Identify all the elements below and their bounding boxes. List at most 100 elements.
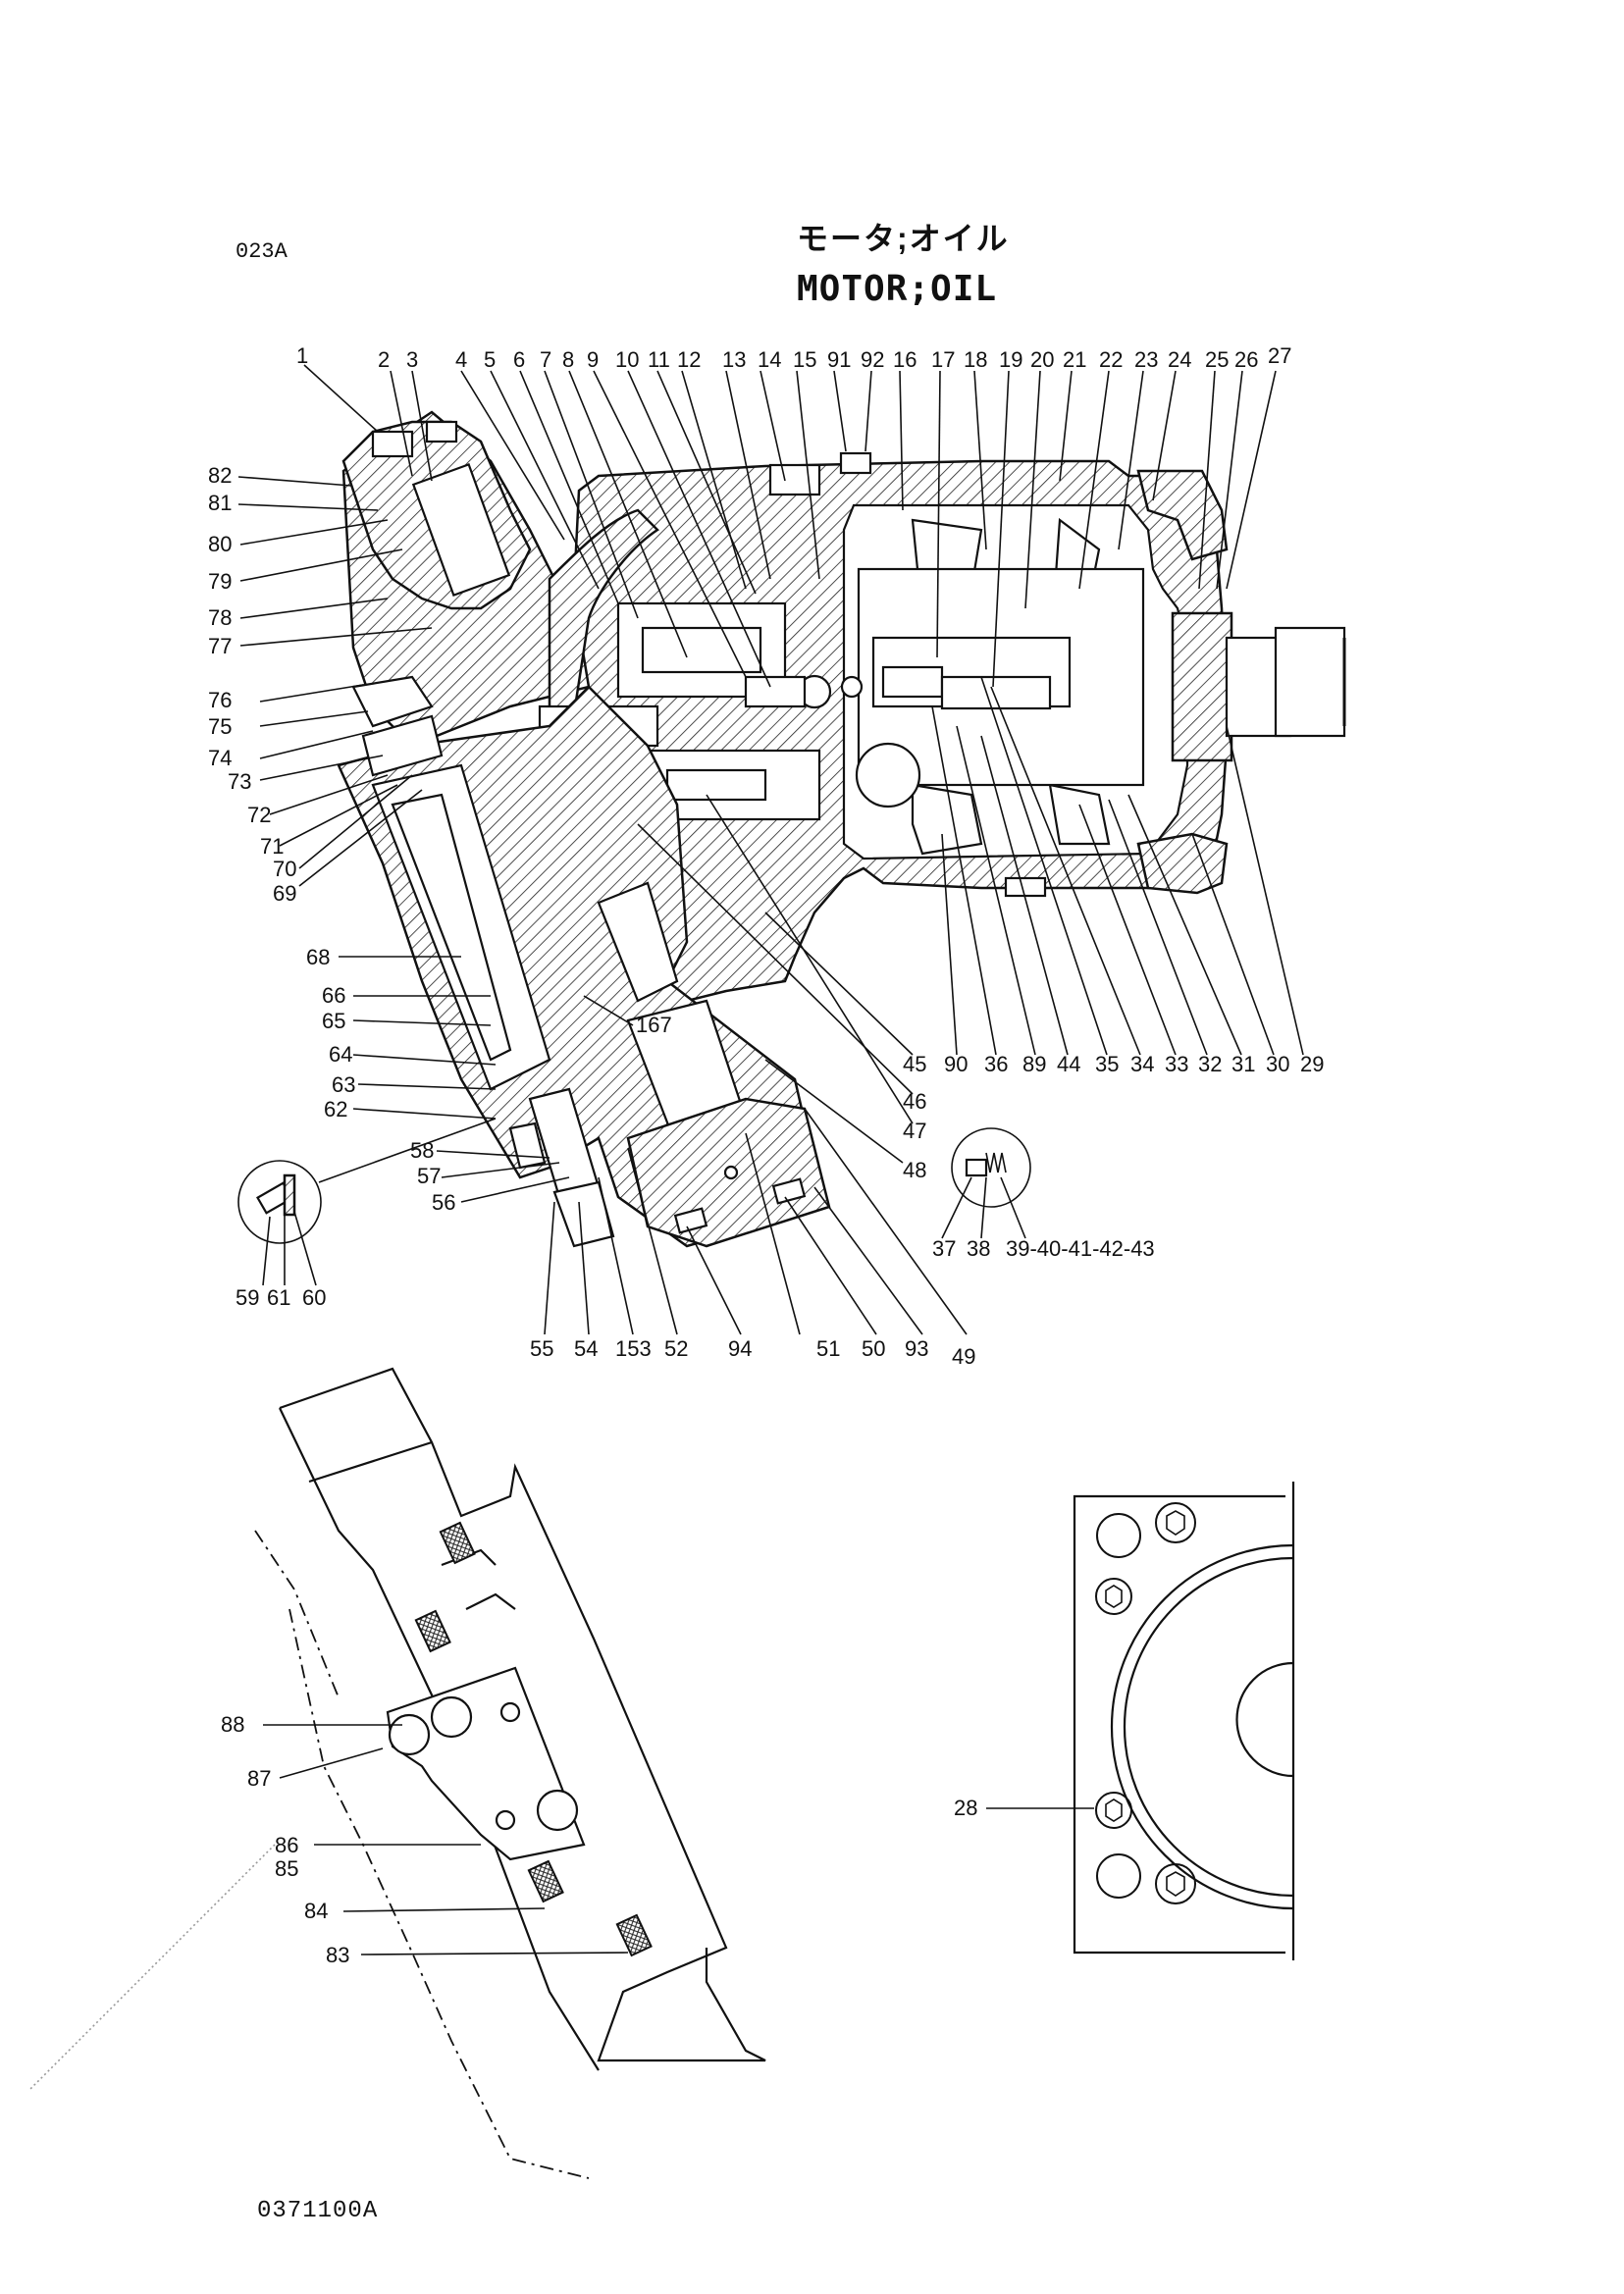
callout: 27 — [1268, 343, 1291, 368]
callout: 93 — [905, 1336, 928, 1361]
callout: 3 — [406, 347, 418, 372]
callout: 81 — [208, 491, 232, 515]
title-japanese: モータ;オイル — [797, 221, 1010, 256]
callout: 6 — [513, 347, 525, 372]
callout: 37 — [932, 1236, 956, 1261]
callout: 28 — [954, 1796, 977, 1820]
callout: 7 — [540, 347, 551, 372]
callout: 70 — [273, 857, 296, 881]
callout: 32 — [1198, 1052, 1222, 1076]
callout: 20 — [1030, 347, 1054, 372]
callout: 92 — [861, 347, 884, 372]
callout: 23 — [1134, 347, 1158, 372]
callout: 38 — [967, 1236, 990, 1261]
callout: 84 — [304, 1899, 328, 1923]
callout: 58 — [410, 1138, 434, 1163]
callout: 5 — [484, 347, 496, 372]
callout: 21 — [1063, 347, 1086, 372]
callout: 79 — [208, 569, 232, 594]
callout: 35 — [1095, 1052, 1119, 1076]
callout: 88 — [221, 1712, 244, 1737]
callout: 91 — [827, 347, 851, 372]
callout: 83 — [326, 1943, 349, 1967]
detail-circle-left — [237, 1160, 322, 1244]
callout: 80 — [208, 532, 232, 556]
drawing-number: 0371100A — [257, 2198, 379, 2224]
callout: 34 — [1130, 1052, 1154, 1076]
callout: 31 — [1231, 1052, 1255, 1076]
end-view — [1073, 1482, 1295, 1960]
callout: 13 — [722, 347, 746, 372]
callout: 30 — [1266, 1052, 1289, 1076]
lower-left-view — [28, 1367, 766, 2179]
callout: 44 — [1057, 1052, 1080, 1076]
callout: 89 — [1022, 1052, 1046, 1076]
callout-labels: 1 2 3 4 5 6 7 8 9 10 11 12 13 14 15 91 9… — [208, 343, 1324, 1967]
callout: 64 — [329, 1042, 352, 1067]
callout: 24 — [1168, 347, 1191, 372]
callout: 76 — [208, 688, 232, 712]
callout: 49 — [952, 1344, 975, 1369]
callout: 71 — [260, 834, 284, 859]
callout: 18 — [964, 347, 987, 372]
callout: 29 — [1300, 1052, 1324, 1076]
callout: 65 — [322, 1009, 345, 1033]
callout: 69 — [273, 881, 296, 906]
callout: 25 — [1205, 347, 1229, 372]
callout: 60 — [302, 1285, 326, 1310]
callout: 82 — [208, 463, 232, 488]
callout: 66 — [322, 983, 345, 1008]
callout: 2 — [378, 347, 390, 372]
callout: 39-40-41-42-43 — [1006, 1236, 1155, 1261]
callout: 77 — [208, 634, 232, 658]
callout: 10 — [615, 347, 639, 372]
callout: 48 — [903, 1158, 926, 1182]
callout: 57 — [417, 1164, 441, 1188]
callout: 47 — [903, 1119, 926, 1143]
callout: 74 — [208, 746, 232, 770]
callout: 63 — [332, 1072, 355, 1097]
callout: 54 — [574, 1336, 598, 1361]
callout: 72 — [247, 803, 271, 827]
title-english: MOTOR;OIL — [797, 269, 998, 309]
callout: 14 — [758, 347, 781, 372]
callout: 167 — [636, 1013, 672, 1037]
callout: 22 — [1099, 347, 1123, 372]
callout: 19 — [999, 347, 1022, 372]
callout: 26 — [1234, 347, 1258, 372]
callout: 59 — [236, 1285, 259, 1310]
callout: 36 — [984, 1052, 1008, 1076]
callout: 153 — [615, 1336, 652, 1361]
callout: 17 — [931, 347, 955, 372]
callout: 16 — [893, 347, 917, 372]
leader-lines — [237, 364, 1304, 1955]
callout: 75 — [208, 714, 232, 739]
callout: 12 — [677, 347, 701, 372]
callout: 78 — [208, 605, 232, 630]
callout: 9 — [587, 347, 599, 372]
callout: 4 — [455, 347, 467, 372]
callout: 45 — [903, 1052, 926, 1076]
callout: 55 — [530, 1336, 553, 1361]
callout: 33 — [1165, 1052, 1188, 1076]
callout: 85 — [275, 1856, 298, 1881]
callout: 68 — [306, 945, 330, 969]
callout: 51 — [816, 1336, 840, 1361]
callout: 52 — [664, 1336, 688, 1361]
callout: 15 — [793, 347, 816, 372]
callout: 73 — [228, 769, 251, 794]
callout: 50 — [862, 1336, 885, 1361]
callout: 90 — [944, 1052, 968, 1076]
callout: 86 — [275, 1833, 298, 1857]
callout: 11 — [648, 347, 670, 372]
detail-circle-right — [951, 1127, 1031, 1208]
callout: 61 — [267, 1285, 290, 1310]
callout: 1 — [296, 343, 308, 368]
callout: 94 — [728, 1336, 752, 1361]
page-code: 023A — [236, 239, 288, 264]
callout: 8 — [562, 347, 574, 372]
callout: 56 — [432, 1190, 455, 1215]
callout: 87 — [247, 1766, 271, 1791]
callout: 62 — [324, 1097, 347, 1121]
